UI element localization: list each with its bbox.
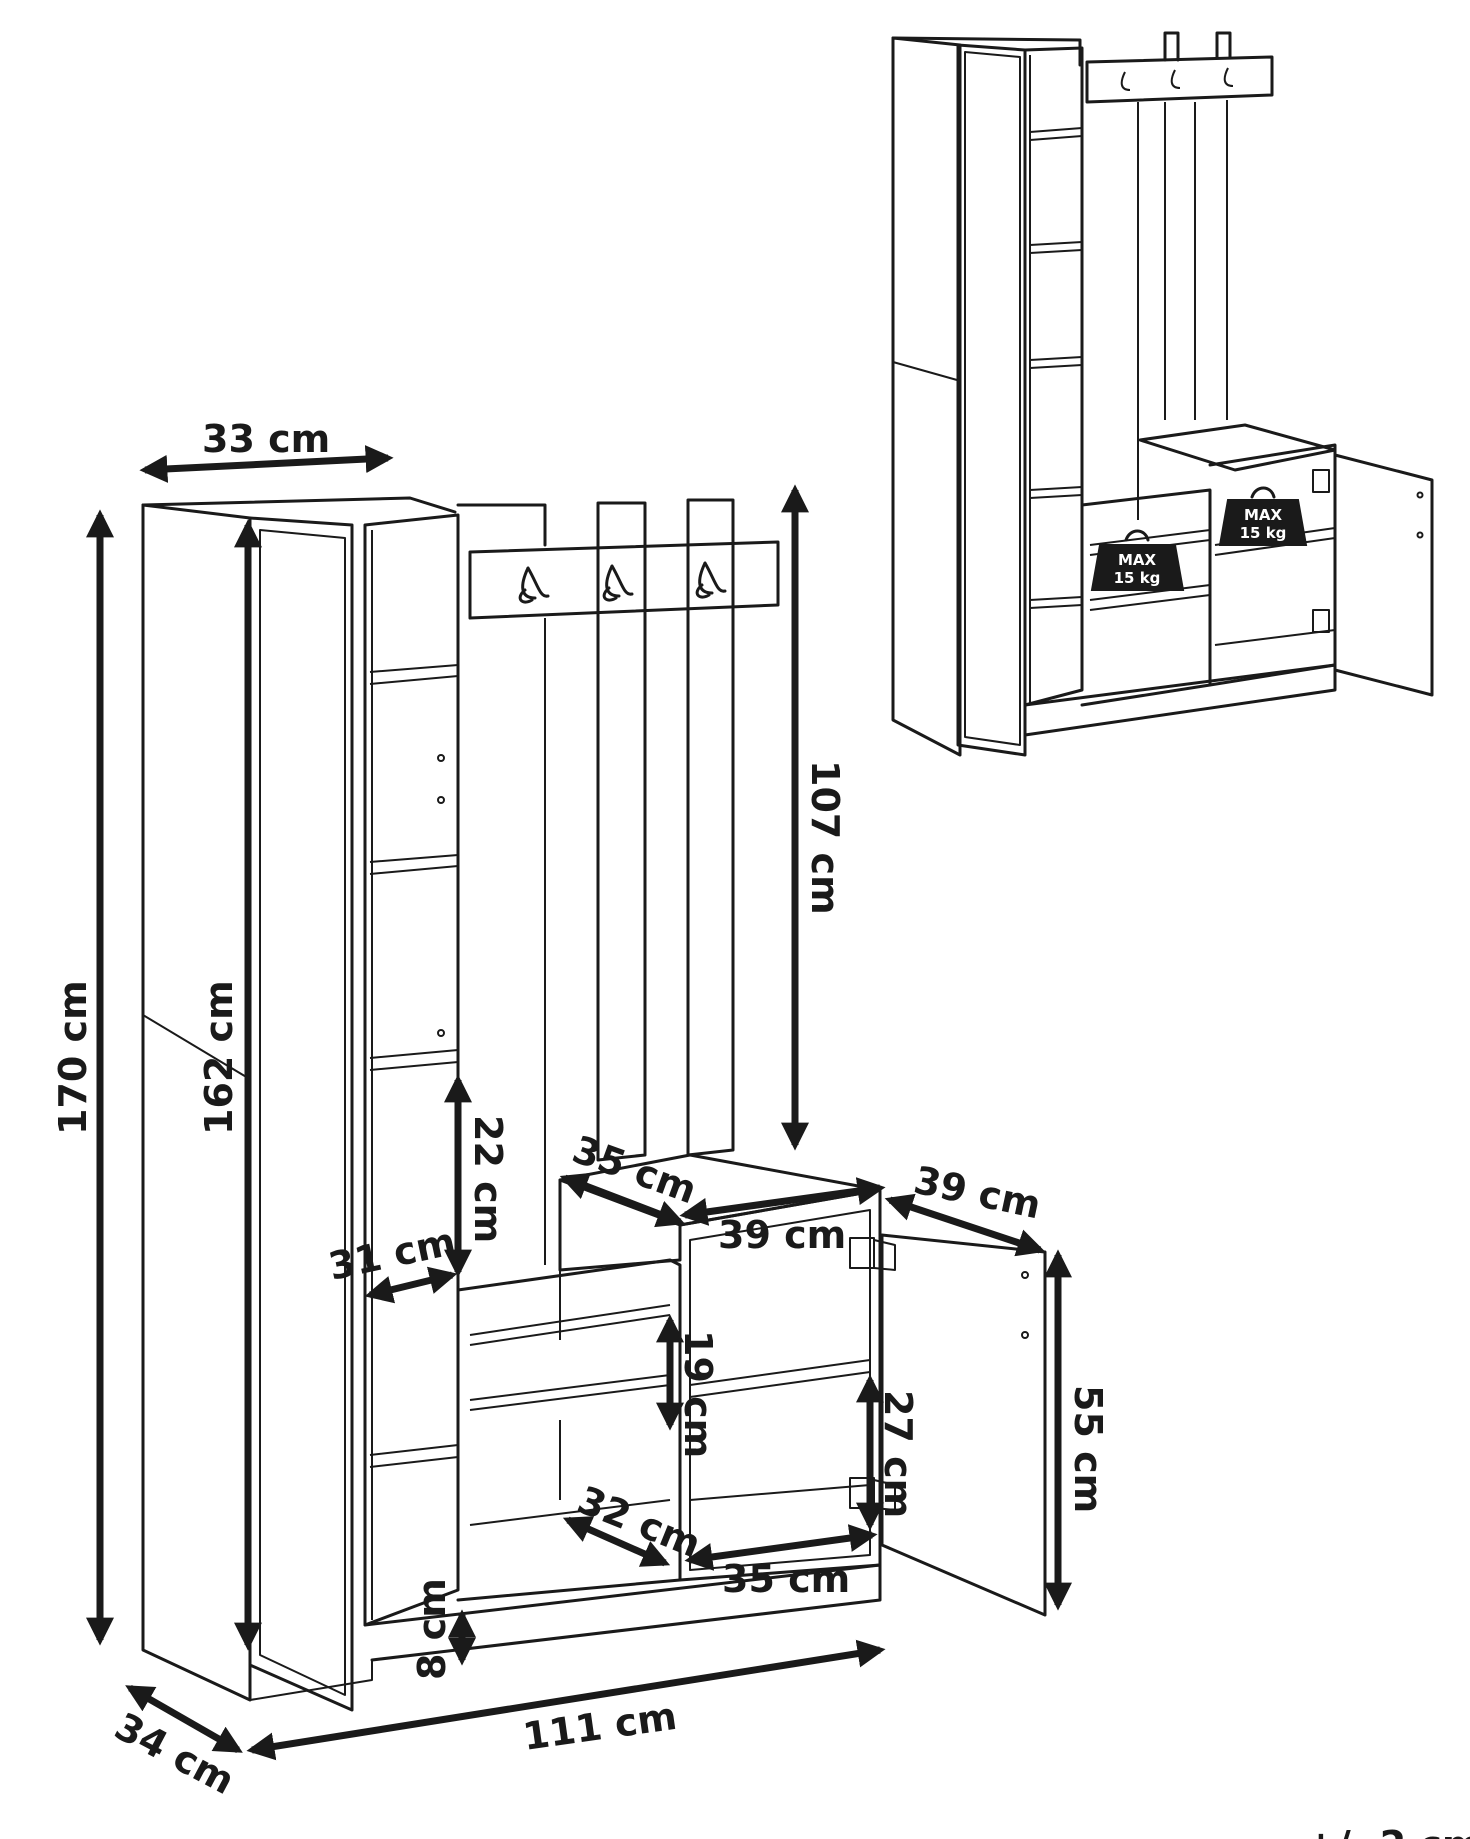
label-lower-width: 35 cm: [722, 1557, 850, 1601]
perspective-view: MAX 15 kg MAX 15 kg: [891, 31, 1434, 757]
label-bench-depth: 35 cm: [567, 1127, 703, 1212]
load-badge-left-max: MAX: [1118, 551, 1157, 569]
label-bench-width-top: 39 cm: [718, 1213, 846, 1257]
load-badge-right-weight: 15 kg: [1240, 524, 1287, 542]
dimension-arrows: [86, 445, 1072, 1761]
load-badge-left: MAX 15 kg: [1090, 529, 1185, 591]
label-plinth: 8 cm: [410, 1578, 454, 1680]
tall-column-shelves: [369, 664, 459, 1468]
dimension-labels: 33 cm 170 cm 162 cm 107 cm 22 cm 31 cm 3…: [51, 417, 1110, 1803]
rack-panels: [456, 498, 735, 1265]
label-rack-height: 107 cm: [803, 760, 847, 915]
load-badge-right-max: MAX: [1244, 506, 1283, 524]
load-badge-right: MAX 15 kg: [1218, 486, 1308, 546]
label-shelf-gap: 22 cm: [466, 1115, 510, 1243]
load-badge-left-weight: 15 kg: [1114, 569, 1161, 587]
label-depth-top: 33 cm: [202, 417, 330, 461]
label-door-height: 162 cm: [197, 980, 241, 1135]
main-cabinet-outline: [141, 496, 1047, 1712]
label-height-total: 170 cm: [51, 980, 95, 1135]
label-mid-shelf: 19 cm: [676, 1330, 720, 1458]
label-depth-total: 34 cm: [108, 1704, 242, 1803]
tolerance-note: +/- 2 cm: [1305, 1823, 1470, 1839]
label-door-height-small: 55 cm: [1066, 1385, 1110, 1513]
hook-bar: [468, 540, 780, 620]
label-inner-height: 27 cm: [876, 1390, 920, 1518]
